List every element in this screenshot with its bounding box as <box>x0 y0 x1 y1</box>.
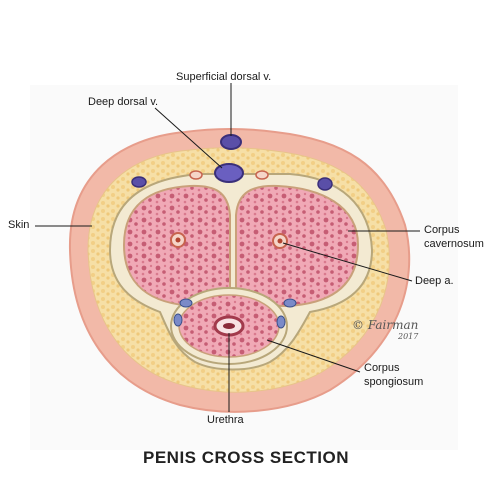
spongiosum-vessel-left-2 <box>174 314 182 326</box>
label-corpus-cavernosum-line1: Corpus <box>424 224 459 237</box>
label-superficial-dorsal-v: Superficial dorsal v. <box>176 71 271 84</box>
spongiosum-vessel-right <box>284 299 296 307</box>
urethra-lumen <box>223 323 235 329</box>
deep-dorsal-vein <box>215 164 243 182</box>
label-skin: Skin <box>8 219 29 232</box>
spongiosum-vessel-right-2 <box>277 316 285 328</box>
dorsal-artery-right <box>256 171 268 179</box>
dorsal-artery-left <box>190 171 202 179</box>
deep-artery-left-lumen <box>176 238 181 243</box>
label-urethra: Urethra <box>207 414 244 427</box>
superficial-vein-left <box>132 177 146 187</box>
figure-title: PENIS CROSS SECTION <box>0 448 492 468</box>
superficial-vein-right <box>318 178 332 190</box>
label-corpus-spongiosum-line2: spongiosum <box>364 376 423 389</box>
spongiosum-vessel-left <box>180 299 192 307</box>
label-deep-a: Deep a. <box>415 275 454 288</box>
label-deep-dorsal-v: Deep dorsal v. <box>88 96 158 109</box>
superficial-dorsal-vein <box>221 135 241 149</box>
artist-signature: © Fairman <box>352 318 418 332</box>
label-corpus-cavernosum-line2: cavernosum <box>424 238 484 251</box>
label-corpus-spongiosum-line1: Corpus <box>364 362 399 375</box>
deep-artery-right-lumen <box>278 239 283 244</box>
signature-year: 2017 <box>398 332 418 341</box>
